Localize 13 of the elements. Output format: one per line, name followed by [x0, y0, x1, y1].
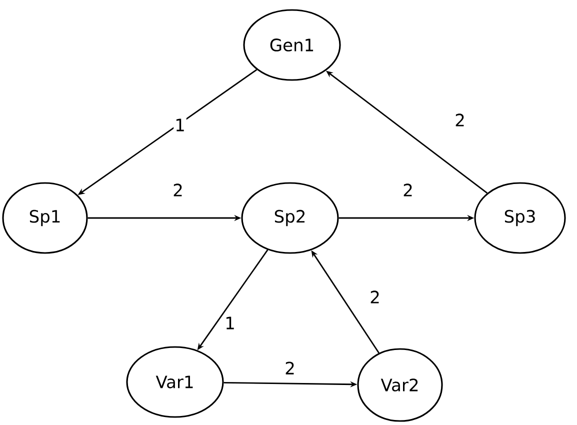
edge-label: 2: [284, 360, 296, 376]
edge-label: 2: [172, 182, 184, 198]
ellipse-node: Var2: [357, 348, 443, 422]
ellipse-node: Gen1: [243, 9, 341, 81]
ellipse-node: Var1: [126, 346, 224, 418]
edge-label: 1: [224, 316, 236, 330]
edge-label: 2: [368, 290, 382, 304]
edge-label: 1: [174, 118, 186, 132]
edge-label: 2: [402, 182, 414, 198]
ellipse-node: Sp3: [474, 182, 566, 254]
edge-label: 2: [454, 112, 466, 128]
ellipse-node: Sp2: [241, 182, 339, 254]
ellipse-node: Sp1: [2, 182, 88, 254]
